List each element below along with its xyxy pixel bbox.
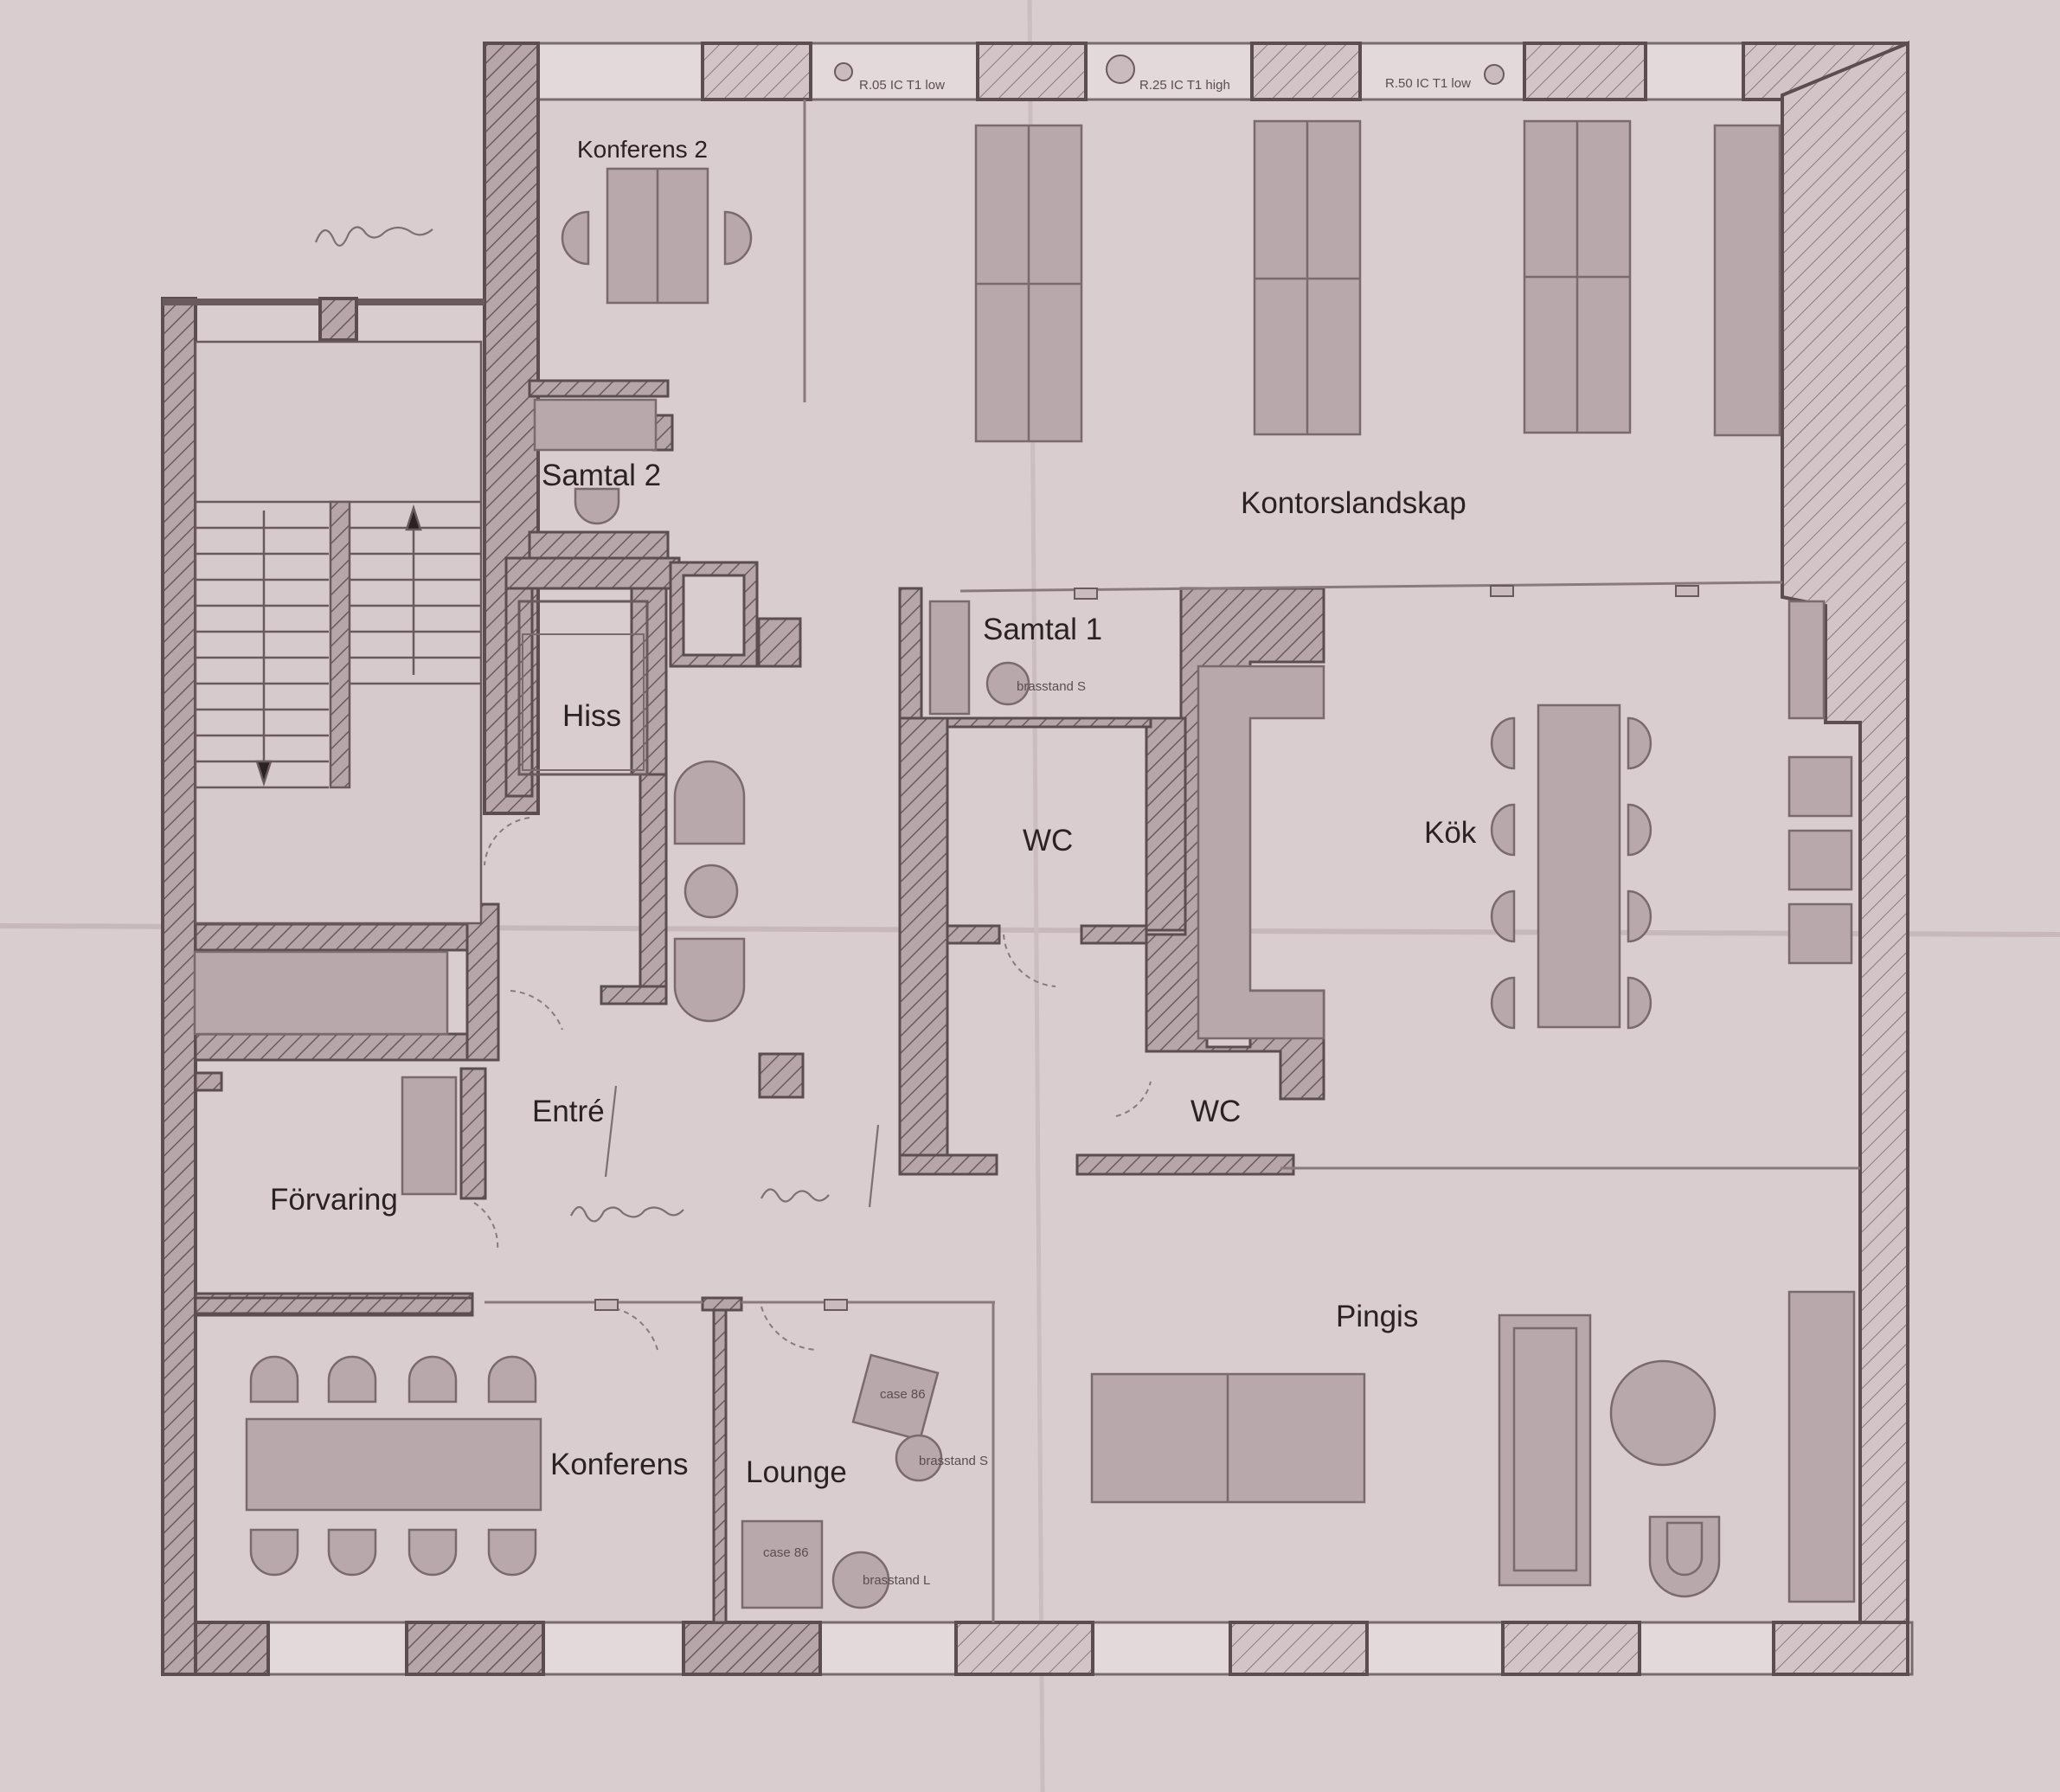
lounge-chair-1: [851, 1353, 940, 1442]
storage-cabinet: [401, 1076, 458, 1196]
elevator-car: [522, 633, 645, 771]
room-label-samtal-1: Samtal 1: [983, 613, 1103, 646]
handwritten-notes: [314, 226, 880, 1223]
samtal2-chair: [574, 487, 620, 525]
furniture-tag: brasstand S: [919, 1454, 989, 1468]
pingis-armchair: [1648, 1515, 1721, 1598]
furniture-tag: R.05 IC T1 low: [859, 78, 945, 93]
furniture-tag: case 86: [880, 1387, 926, 1402]
furniture-tag: case 86: [763, 1545, 809, 1560]
lounge-stool-1: [895, 1434, 943, 1482]
furniture-tag: R.50 IC T1 low: [1385, 76, 1471, 91]
entre-armchair-1: [673, 760, 746, 845]
samtal2-sofa: [533, 398, 658, 452]
door-swings: [473, 817, 1152, 1351]
furniture: [193, 119, 1856, 1609]
lounge-stool-2: [831, 1551, 890, 1609]
samtal1-stool: [985, 661, 1030, 706]
furniture-tag: brasstand S: [1017, 679, 1087, 694]
room-label-wc-1: WC: [1023, 824, 1074, 857]
room-label-konferens-2: Konferens 2: [577, 136, 708, 163]
entre-side-table: [683, 864, 739, 919]
room-label-samtal-2: Samtal 2: [542, 459, 662, 492]
kitchen-appliance-2: [1787, 829, 1853, 891]
entre-armchair-2: [673, 937, 746, 1023]
wall-storage: [1713, 124, 1781, 437]
konferens2-chair-left: [561, 210, 590, 266]
furniture-tag: brasstand L: [863, 1573, 931, 1588]
room-label-forvaring: Förvaring: [270, 1183, 398, 1217]
pingis-cabinet: [1787, 1290, 1856, 1603]
room-label-entre: Entré: [532, 1095, 605, 1128]
room-label-lounge: Lounge: [746, 1455, 847, 1489]
room-label-kok: Kök: [1424, 816, 1477, 850]
ceiling-markers: [594, 55, 1699, 1311]
lounge-chair-2: [741, 1519, 824, 1609]
kitchen-cabinet: [1787, 600, 1826, 720]
samtal1-bench: [928, 600, 971, 716]
room-label-pingis: Pingis: [1336, 1300, 1419, 1333]
storage-bench: [193, 950, 449, 1036]
konferens2-chair-right: [723, 210, 753, 266]
kitchen-appliance-1: [1787, 755, 1853, 818]
room-label-kontorslandskap: Kontorslandskap: [1241, 486, 1466, 520]
pingis-round-table: [1609, 1359, 1717, 1467]
conference-table: [245, 1417, 542, 1512]
furniture-tag: R.25 IC T1 high: [1139, 78, 1230, 93]
elevator-shaft: [517, 600, 649, 776]
kitchen-table: [1537, 703, 1621, 1029]
staircase: [194, 340, 483, 925]
room-label-wc-2: WC: [1190, 1095, 1242, 1128]
kitchen-counter: [1197, 665, 1325, 1040]
room-label-hiss: Hiss: [562, 699, 622, 733]
kitchen-appliance-3: [1787, 902, 1853, 965]
room-label-konferens: Konferens: [550, 1448, 689, 1481]
